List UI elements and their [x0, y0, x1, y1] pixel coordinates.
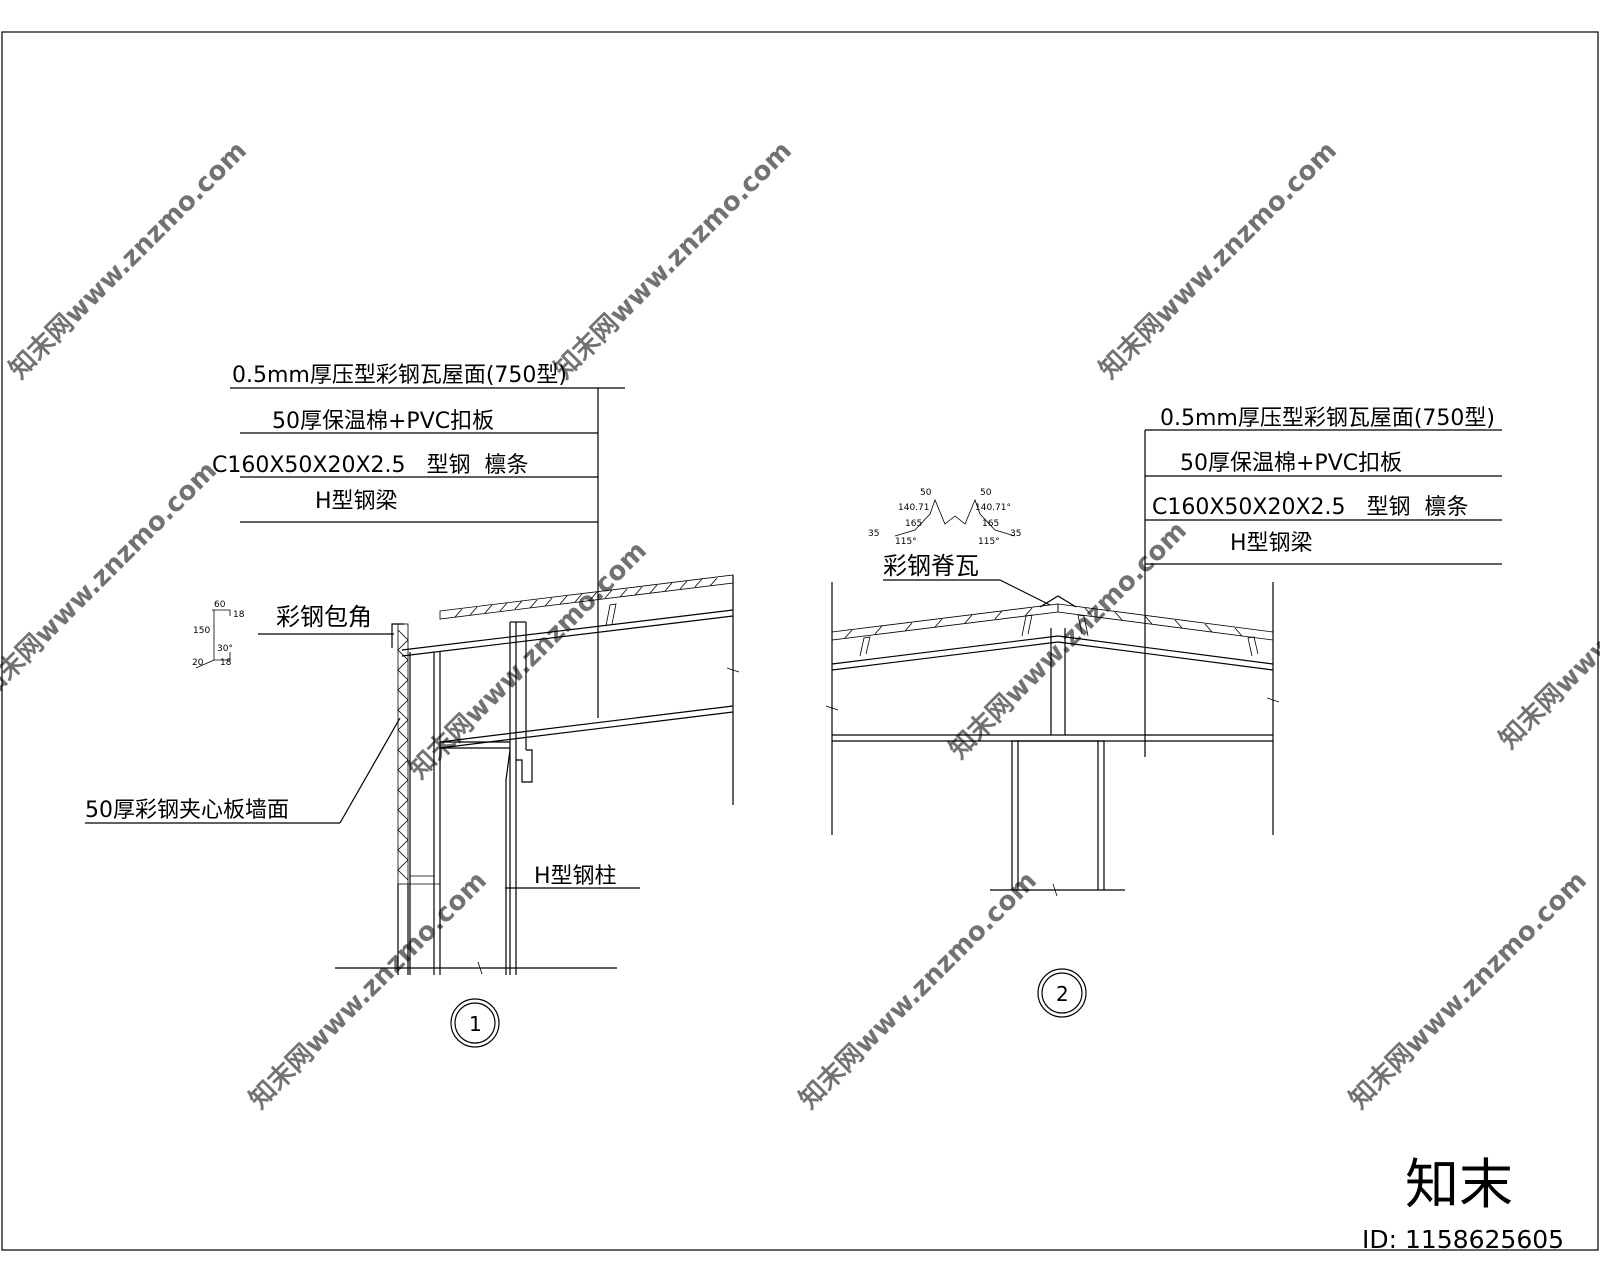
dim-ridge: 140.71	[898, 503, 930, 513]
callout-beam: H型钢梁	[1230, 531, 1313, 556]
detail-2: 0.5mm厚压型彩钢瓦屋面(750型) 50厚保温棉+PVC扣板 C160X50…	[825, 406, 1502, 1018]
dim-corner: 18	[233, 610, 245, 620]
callout-beam: H型钢梁	[315, 489, 398, 514]
callout-roof-sheet: 0.5mm厚压型彩钢瓦屋面(750型)	[1160, 406, 1495, 431]
watermark: 知末网www.znzmo.com	[1094, 136, 1343, 385]
watermark: 知末网www.znzmo.com	[244, 866, 493, 1115]
brand-id: ID: 1158625605	[1362, 1225, 1564, 1254]
label-wall-panel: 50厚彩钢夹心板墙面	[85, 798, 289, 823]
dim-corner: 20	[192, 658, 204, 668]
watermark: 知末网www.znzmo.com	[794, 866, 1043, 1115]
watermark: 知末网www.znzmo.com	[0, 456, 223, 705]
watermark: 知末网www.znzmo.com	[944, 516, 1193, 765]
watermark: 知末网www.znzmo.com	[4, 136, 253, 385]
brand-logo: 知末	[1405, 1153, 1513, 1216]
dim-corner: 30°	[217, 644, 233, 654]
dim-corner: 18	[220, 658, 232, 668]
watermark: 知末网www.znzmo.com	[1344, 866, 1593, 1115]
dim-ridge: 35	[868, 529, 879, 539]
dim-ridge: 50	[920, 488, 932, 498]
detail-number-2: 2	[1056, 982, 1069, 1006]
callout-purlin: C160X50X20X2.5 型钢 檩条	[212, 453, 529, 478]
callout-insulation: 50厚保温棉+PVC扣板	[1180, 451, 1402, 476]
dim-ridge: 50	[980, 488, 992, 498]
watermark-layer: 知末网www.znzmo.com 知末网www.znzmo.com 知末网www…	[0, 136, 1600, 1115]
label-corner-flashing: 彩钢包角	[276, 603, 372, 631]
dim-ridge: 115°	[978, 537, 1000, 547]
watermark: 知末网www.znzmo.com	[1494, 506, 1600, 755]
dim-corner: 60	[214, 600, 226, 610]
callout-roof-sheet: 0.5mm厚压型彩钢瓦屋面(750型)	[232, 363, 567, 388]
dim-ridge: 165	[982, 519, 999, 529]
detail-1: 0.5mm厚压型彩钢瓦屋面(750型) 50厚保温棉+PVC扣板 C160X50…	[85, 363, 740, 1048]
dim-ridge: 115°	[895, 537, 917, 547]
dim-ridge: 35	[1010, 529, 1021, 539]
watermark: 知末网www.znzmo.com	[549, 136, 798, 385]
dim-ridge: 165	[905, 519, 922, 529]
label-ridge-cap: 彩钢脊瓦	[883, 552, 979, 580]
sheet-border	[1, 31, 1599, 1251]
callout-insulation: 50厚保温棉+PVC扣板	[272, 409, 494, 434]
callout-purlin: C160X50X20X2.5 型钢 檩条	[1152, 495, 1469, 520]
dim-corner: 150	[193, 626, 210, 636]
label-steel-column: H型钢柱	[534, 864, 617, 889]
detail-number-1: 1	[469, 1012, 482, 1036]
dim-ridge: 140.71°	[975, 503, 1011, 513]
